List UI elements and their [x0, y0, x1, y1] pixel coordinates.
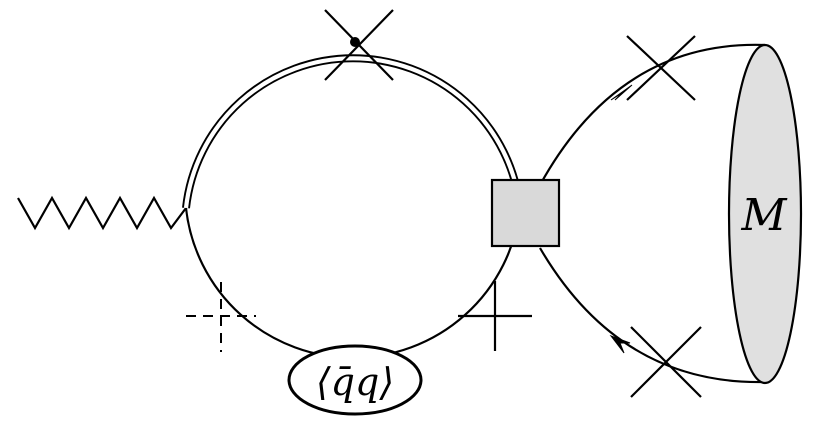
- upper-quark-line: [539, 43, 766, 186]
- right-cross-mark: [458, 281, 532, 351]
- lower-arrowhead-icon: [609, 334, 631, 354]
- upper-arrowhead-icon: [610, 84, 633, 101]
- top-vertex-dot: [350, 37, 360, 47]
- light-quark-propagator: [184, 207, 522, 359]
- condensate-insertion: ⟨q̄q⟩: [287, 344, 423, 416]
- top-cross-mark: [324, 9, 394, 81]
- lower-quark-line: [539, 247, 766, 384]
- upper-quark-cross: [626, 35, 696, 101]
- external-zigzag-line: [17, 195, 187, 231]
- dashed-cross-mark: [186, 282, 256, 352]
- meson-blob: M: [727, 43, 803, 385]
- lower-quark-cross: [630, 326, 702, 398]
- meson-label: M: [740, 190, 787, 241]
- double-line-propagator: [182, 54, 524, 209]
- condensate-label: ⟨q̄q⟩: [316, 360, 394, 404]
- effective-vertex-box: [490, 178, 561, 248]
